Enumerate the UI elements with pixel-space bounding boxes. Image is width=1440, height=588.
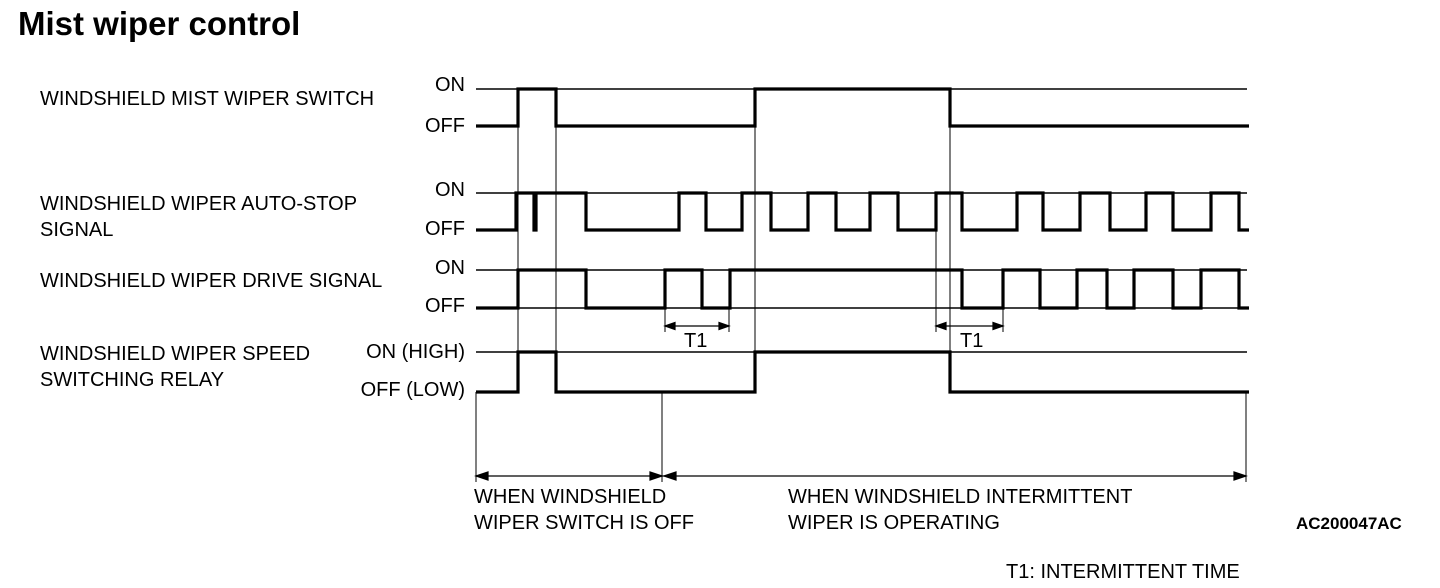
signal-name-mist-switch: WINDSHIELD MIST WIPER SWITCH [40, 88, 375, 110]
t1-dimensions [663, 321, 1005, 331]
phase-label-intermittent: WHEN WINDSHIELD INTERMITTENT [788, 486, 1133, 508]
level-off-low-label: OFF (LOW) [360, 379, 465, 401]
signal-name-auto-stop-line2: SIGNAL [40, 219, 114, 241]
phase-label-switch-off: WHEN WINDSHIELD [474, 486, 667, 508]
level-off-label: OFF [425, 295, 465, 317]
figure-code: AC200047AC [1296, 514, 1402, 533]
event-guides [475, 89, 1247, 482]
signal-name-speed-relay-line2: SWITCHING RELAY [40, 369, 225, 391]
waveform-auto-stop-signal [476, 191, 1249, 232]
signal-name-auto-stop: WINDSHIELD WIPER AUTO-STOP [40, 193, 358, 215]
level-on-label: ON [435, 257, 465, 279]
level-on-high-label: ON (HIGH) [366, 341, 465, 363]
page-title: Mist wiper control [18, 5, 301, 42]
level-on-label: ON [435, 74, 465, 96]
waveform-mist-wiper-switch [476, 87, 1249, 128]
level-off-label: OFF [425, 115, 465, 137]
t1-label: T1 [960, 330, 983, 352]
level-on-label: ON [435, 179, 465, 201]
footnote: T1: INTERMITTENT TIME [1006, 561, 1240, 583]
signal-name-speed-relay: WINDSHIELD WIPER SPEED [40, 343, 311, 365]
waveform-speed-switching-relay [476, 350, 1249, 394]
phase-label-switch-off-line2: WIPER SWITCH IS OFF [474, 512, 694, 534]
phase-spans [474, 471, 1248, 481]
phase-label-intermittent-line2: WIPER IS OPERATING [788, 512, 1000, 534]
signal-name-drive-signal: WINDSHIELD WIPER DRIVE SIGNAL [40, 270, 383, 292]
waveform-drive-signal [476, 268, 1249, 310]
reference-lines [476, 88, 1247, 353]
t1-label: T1 [684, 330, 707, 352]
level-off-label: OFF [425, 218, 465, 240]
waveforms [476, 87, 1249, 394]
